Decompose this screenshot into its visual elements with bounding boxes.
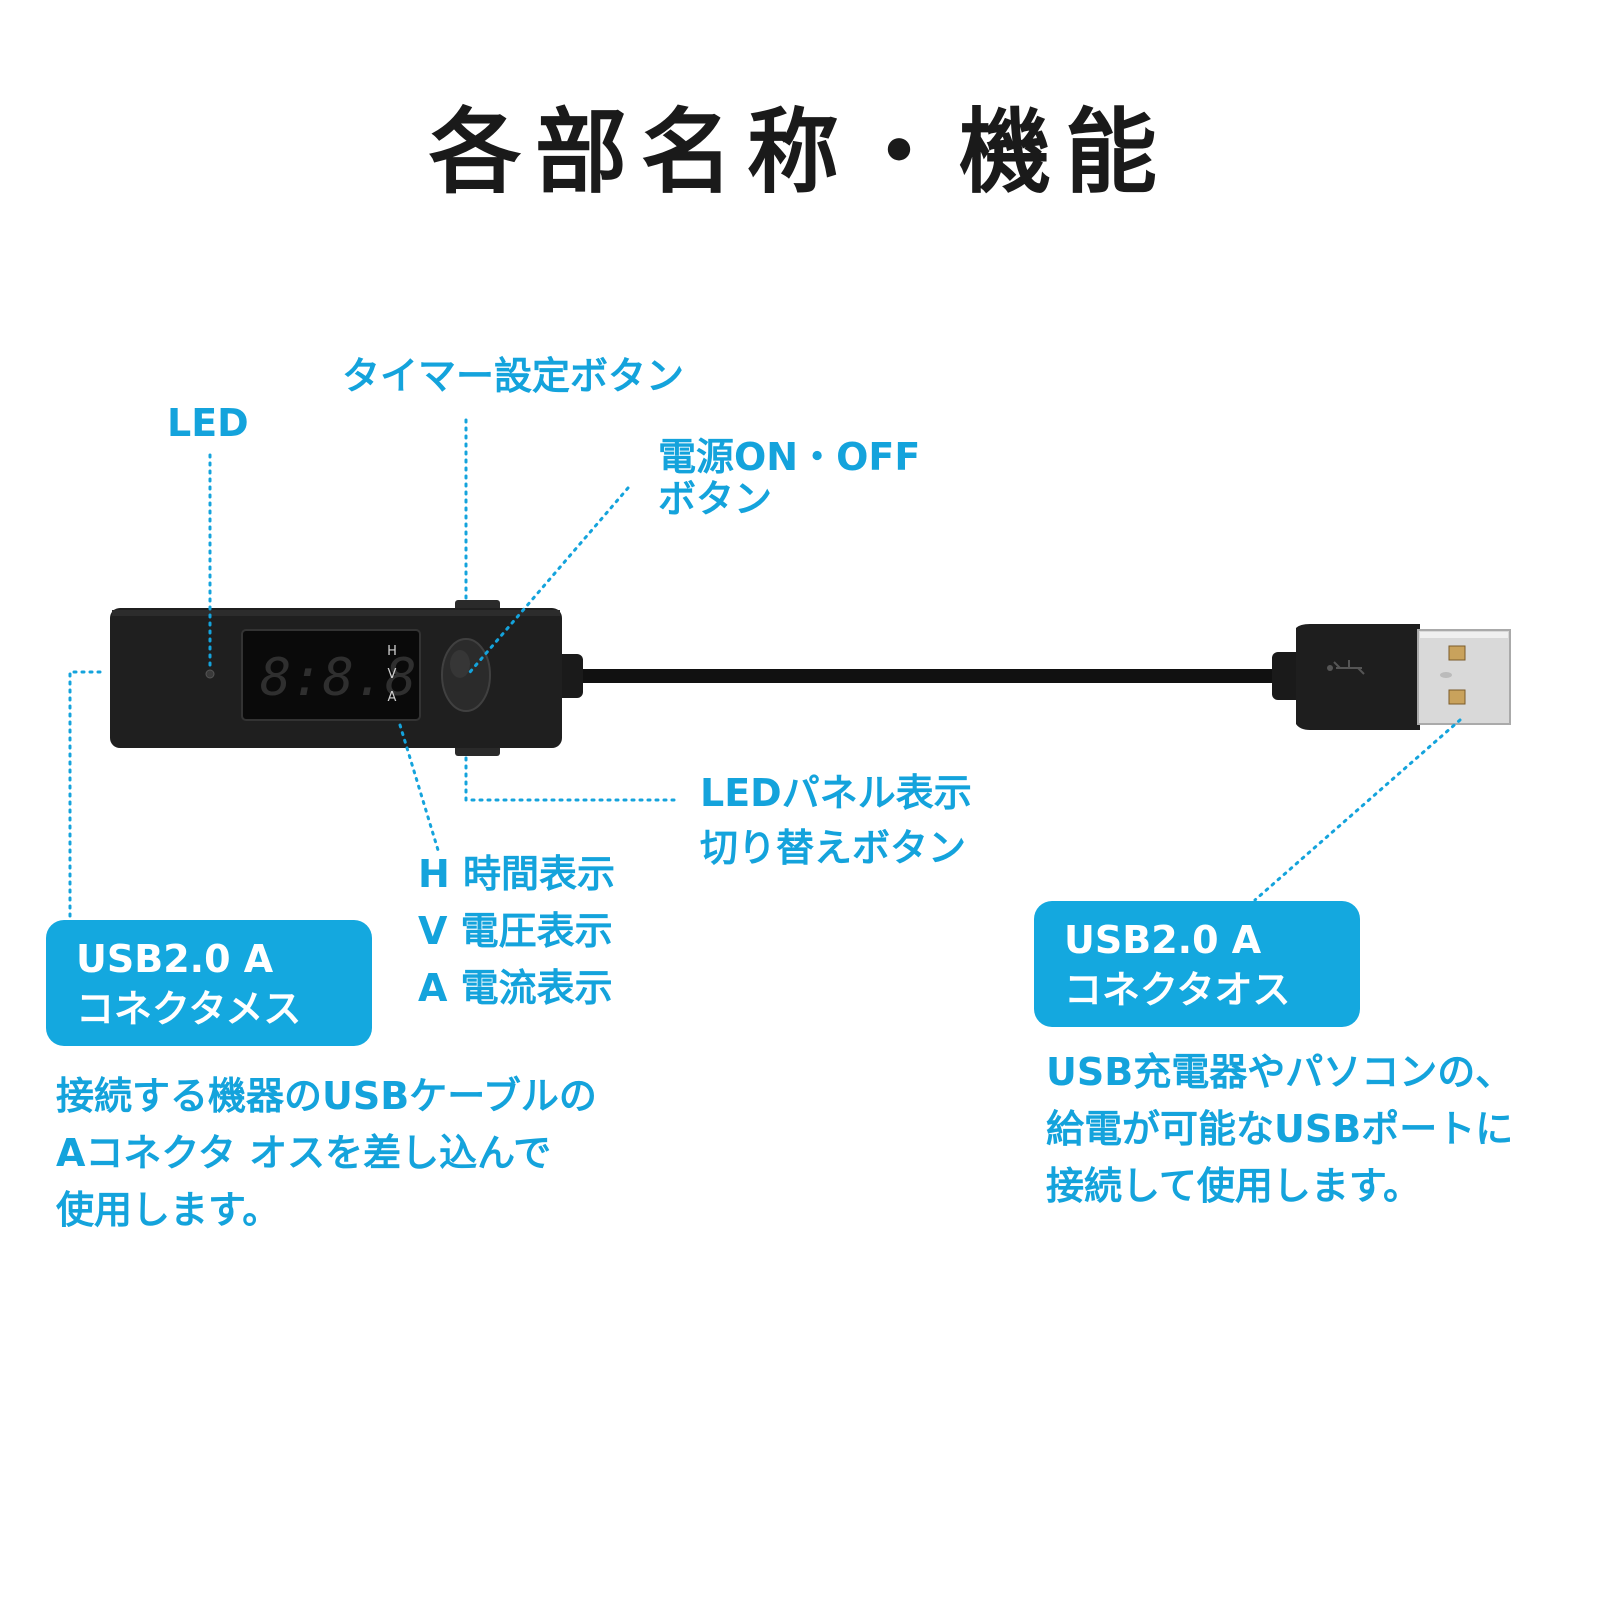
female-box-line-2: コネクタメス bbox=[76, 984, 342, 1034]
leader-panel-switch bbox=[466, 758, 680, 800]
label-panel-line-1: LEDパネル表示 bbox=[700, 766, 972, 821]
label-mode-a: A 電流表示 bbox=[418, 960, 615, 1017]
label-panel-switch-button: LEDパネル表示 切り替えボタン bbox=[700, 766, 972, 876]
leader-male bbox=[1255, 720, 1460, 900]
label-mode-v: V 電圧表示 bbox=[418, 903, 615, 960]
male-connector-box: USB2.0 A コネクタオス bbox=[1034, 901, 1360, 1027]
male-desc-line-3: 接続して使用します。 bbox=[1046, 1158, 1513, 1215]
usb-male-plug bbox=[1296, 624, 1510, 730]
indicator-a: A bbox=[388, 690, 397, 705]
male-connector-description: USB充電器やパソコンの、 給電が可能なUSBポートに 接続して使用します。 bbox=[1046, 1044, 1513, 1215]
label-timer-button: タイマー設定ボタン bbox=[342, 352, 684, 401]
male-desc-line-2: 給電が可能なUSBポートに bbox=[1046, 1101, 1513, 1158]
label-mode-h: H 時間表示 bbox=[418, 846, 615, 903]
label-panel-line-2: 切り替えボタン bbox=[700, 821, 972, 876]
indicator-h: H bbox=[387, 644, 397, 659]
led-dot bbox=[206, 670, 214, 678]
female-desc-line-2: Aコネクタ オスを差し込んで bbox=[56, 1125, 597, 1182]
female-box-line-1: USB2.0 A bbox=[76, 934, 342, 984]
male-box-line-2: コネクタオス bbox=[1064, 965, 1330, 1015]
male-desc-line-1: USB充電器やパソコンの、 bbox=[1046, 1044, 1513, 1101]
female-desc-line-1: 接続する機器のUSBケーブルの bbox=[56, 1068, 597, 1125]
label-power-line-1: 電源ON・OFF bbox=[658, 437, 920, 479]
device-body: 8:8.8 H V A bbox=[110, 600, 562, 756]
label-power-line-2: ボタン bbox=[658, 479, 920, 521]
male-box-line-1: USB2.0 A bbox=[1064, 915, 1330, 965]
female-connector-description: 接続する機器のUSBケーブルの Aコネクタ オスを差し込んで 使用します。 bbox=[56, 1068, 597, 1239]
label-power-button: 電源ON・OFF ボタン bbox=[658, 437, 920, 521]
female-desc-line-3: 使用します。 bbox=[56, 1182, 597, 1239]
label-display-modes: H 時間表示 V 電圧表示 A 電流表示 bbox=[418, 846, 615, 1017]
female-connector-box: USB2.0 A コネクタメス bbox=[46, 920, 372, 1046]
indicator-v: V bbox=[388, 667, 397, 682]
leader-female bbox=[70, 672, 100, 916]
label-led: LED bbox=[167, 399, 249, 448]
